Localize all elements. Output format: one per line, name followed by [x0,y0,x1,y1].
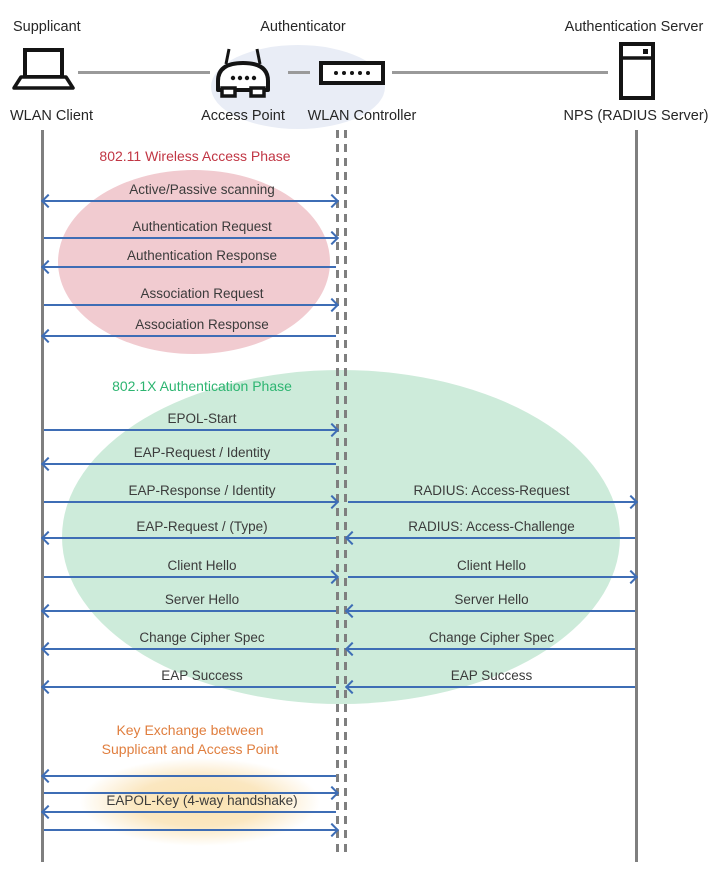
message-arrow [44,297,340,313]
message-arrow [348,494,639,510]
message-label: RADIUS: Access-Request [413,483,570,498]
wlan-controller-icon [319,61,385,85]
message-label [56,756,348,773]
message-label: Association Response [135,317,269,332]
message-label: EAP Success [161,668,243,683]
laptop-icon [11,48,75,92]
message-arrow [40,530,336,546]
message-label: EPOL-Start [167,411,237,426]
message-epol-start: EPOL-Start [44,410,340,438]
message-eap-success-right: EAP Success [344,667,635,695]
message-eapol-key-1 [40,756,336,784]
message-arrow [40,804,336,820]
header-connector-line [288,71,310,74]
message-label: EAP-Response / Identity [128,483,276,498]
header-connector-line [392,71,608,74]
role-authenticator: Authenticator [260,19,346,35]
message-arrow [344,603,635,619]
message-arrow [40,328,336,344]
role-authentication-server: Authentication Server [564,19,704,35]
message-label: Change Cipher Spec [428,630,555,645]
message-eapol-key-4way-handshake: EAPOL-Key (4-way handshake) [40,792,336,820]
message-change-cipher-spec-right: Change Cipher Spec [344,629,635,657]
message-arrow [40,456,336,472]
message-arrow [40,641,336,657]
message-arrow [348,569,639,585]
message-label: Client Hello [456,558,527,573]
message-eap-success-left: EAP Success [40,667,336,695]
message-server-hello-left: Server Hello [40,591,336,619]
message-arrow [44,569,340,585]
message-arrow [40,768,336,784]
message-label: Association Request [140,286,264,301]
phase2-title: 802.1X Authentication Phase [112,378,292,394]
phase3-title: Key Exchange between Supplicant and Acce… [101,722,279,757]
message-label: Active/Passive scanning [129,182,275,197]
message-eapol-key-4 [44,810,340,838]
message-label [56,773,348,790]
node-label-wlan-client: WLAN Client [10,108,93,124]
message-label: EAP-Request / (Type) [136,519,268,534]
message-label: Authentication Response [126,248,278,263]
message-association-request: Association Request [44,285,340,313]
lifeline-authentication-server [635,130,638,862]
message-arrow [40,603,336,619]
access-point-icon [212,46,274,100]
header-connector-line [78,71,210,74]
message-eap-response-identity: EAP-Response / Identity [44,482,340,510]
message-authentication-response: Authentication Response [40,247,336,275]
lifeline-authenticator-right [344,130,347,856]
message-server-hello-right: Server Hello [344,591,635,619]
message-label: Change Cipher Spec [139,630,265,645]
message-arrow [44,422,340,438]
message-radius-access-challenge: RADIUS: Access-Challenge [344,518,635,546]
message-arrow [44,494,340,510]
message-label [56,810,348,827]
message-label: Server Hello [454,592,529,607]
phase3-ellipse [80,758,320,846]
lifeline-supplicant [41,130,44,862]
server-icon [619,42,655,100]
message-label: RADIUS: Access-Challenge [408,519,575,534]
node-label-wlan-controller: WLAN Controller [307,108,417,124]
message-eap-request-identity: EAP-Request / Identity [40,444,336,472]
message-arrow [344,679,635,695]
message-client-hello-left: Client Hello [44,557,340,585]
lifeline-authenticator-left [336,130,339,856]
message-label: EAP-Request / Identity [133,445,271,460]
message-label: Authentication Request [132,219,272,234]
message-arrow [44,785,340,801]
message-arrow [40,193,340,209]
role-supplicant: Supplicant [13,19,81,35]
message-arrow [344,530,635,546]
node-label-access-point: Access Point [201,108,285,124]
message-arrow [44,230,340,246]
message-label: Server Hello [164,592,240,607]
message-arrow [40,259,336,275]
message-association-response: Association Response [40,316,336,344]
message-active-passive-scanning: Active/Passive scanning [40,181,340,209]
message-change-cipher-spec-left: Change Cipher Spec [40,629,336,657]
message-arrow [344,641,635,657]
node-label-nps-radius-server: NPS (RADIUS Server) [563,108,709,124]
message-eapol-key-2 [44,773,340,801]
message-client-hello-right: Client Hello [348,557,639,585]
message-radius-access-request: RADIUS: Access-Request [348,482,639,510]
message-authentication-request: Authentication Request [44,218,340,246]
message-arrow [40,679,336,695]
message-arrow [44,822,340,838]
message-label: EAPOL-Key (4-way handshake) [106,793,298,808]
message-eap-request-type: EAP-Request / (Type) [40,518,336,546]
message-label: Client Hello [167,558,237,573]
phase1-title: 802.11 Wireless Access Phase [99,148,291,164]
message-label: EAP Success [450,668,533,683]
